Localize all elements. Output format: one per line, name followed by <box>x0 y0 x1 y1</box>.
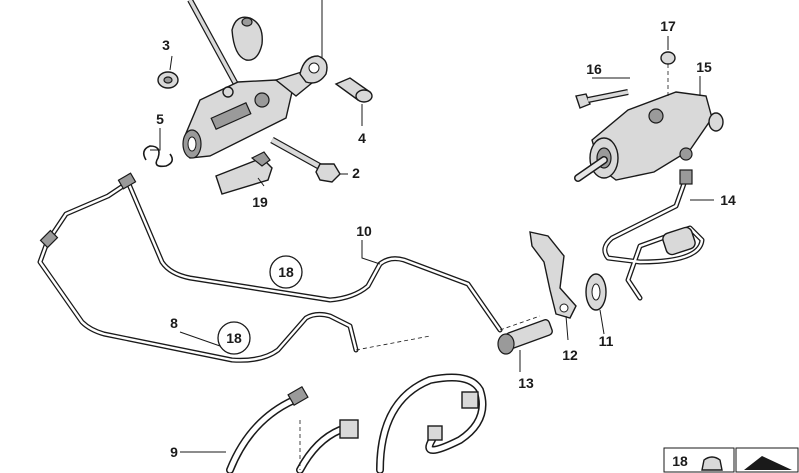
callout-19: 19 <box>252 194 268 210</box>
callout-14: 14 <box>720 192 736 208</box>
grommet-icon <box>701 456 723 471</box>
callout-16: 16 <box>586 61 602 77</box>
bracket-12 <box>529 231 577 319</box>
pipe-connector <box>39 172 137 249</box>
slave-cylinder <box>574 91 724 182</box>
callout-18-legend: 18 <box>672 453 688 469</box>
pipe-10 <box>125 179 503 333</box>
callout-15: 15 <box>696 59 712 75</box>
hose-9 <box>226 385 359 473</box>
callout-17: 17 <box>660 18 676 34</box>
callout-2: 2 <box>352 165 360 181</box>
hose-loop <box>376 373 487 473</box>
routing-line <box>355 335 431 351</box>
pipe-8 <box>37 237 359 363</box>
callout-9: 9 <box>170 444 178 460</box>
leader-lines <box>150 36 714 453</box>
bolt-2 <box>270 136 341 183</box>
routing-line <box>499 315 541 331</box>
bolt-16 <box>575 89 629 109</box>
callout-10: 10 <box>356 223 372 239</box>
pushrod <box>187 0 241 90</box>
clevis-fork <box>299 0 328 84</box>
connector-13 <box>497 319 553 355</box>
callout-3: 3 <box>162 37 170 53</box>
callout-18-pipe8: 18 <box>217 321 251 355</box>
pipe-14 <box>602 169 705 301</box>
callout-4: 4 <box>358 130 366 146</box>
bleeder-17 <box>660 51 676 96</box>
callout-12: 12 <box>562 347 578 363</box>
callout-18-pipe10: 18 <box>269 255 303 289</box>
callout-8: 8 <box>170 315 178 331</box>
pin-4 <box>334 77 373 103</box>
spring-clip-5 <box>142 145 174 168</box>
master-cylinder <box>182 69 320 159</box>
callout-13: 13 <box>518 375 534 391</box>
callout-5: 5 <box>156 111 164 127</box>
bushing-3 <box>157 71 179 89</box>
legend-box: 18 <box>663 447 799 473</box>
svg-text:18: 18 <box>278 264 294 280</box>
bracket-19 <box>215 151 273 195</box>
seal-11 <box>585 273 607 311</box>
svg-text:18: 18 <box>226 330 242 346</box>
rubber-boot <box>231 16 263 61</box>
arrow-icon <box>744 456 792 470</box>
callout-11: 11 <box>599 333 614 349</box>
